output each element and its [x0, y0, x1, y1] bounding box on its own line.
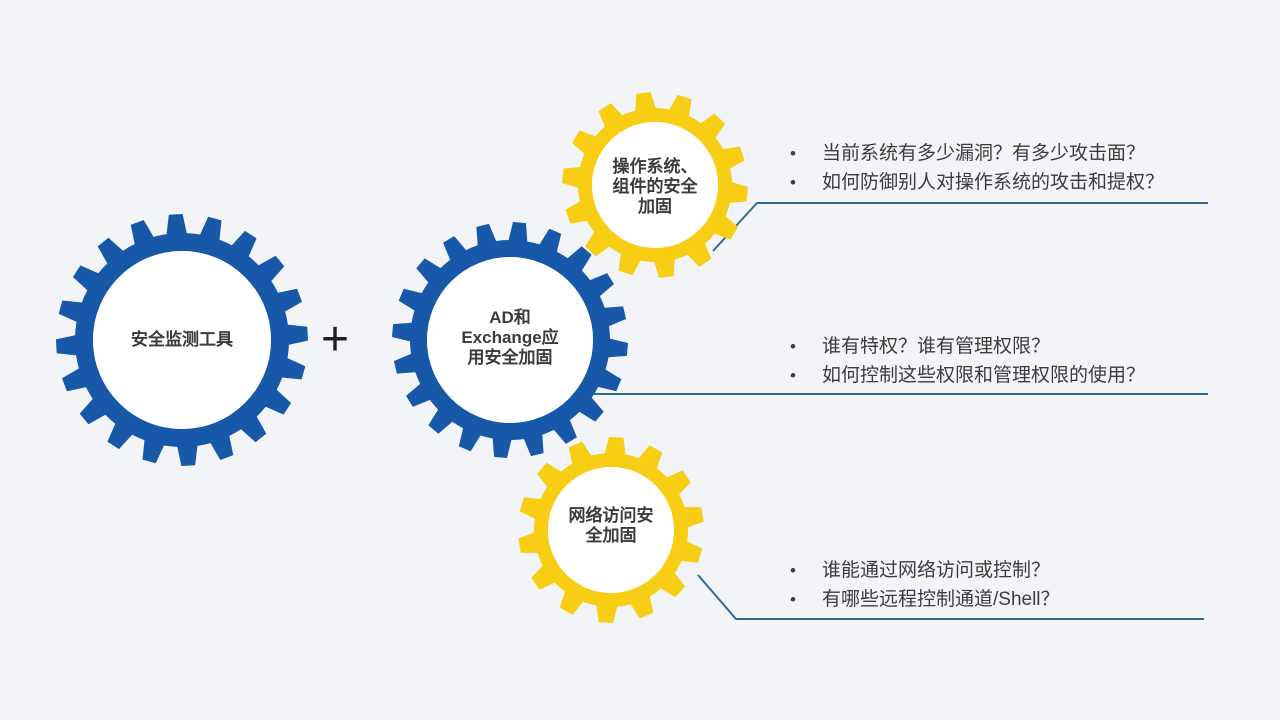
bullet-group-privilege-questions: 谁有特权？谁有管理权限？ 如何控制这些权限和管理权限的使用？	[784, 332, 1254, 390]
bullet-group-network-questions: 谁能通过网络访问或控制？ 有哪些远程控制通道/Shell？	[784, 556, 1254, 614]
bullet-item: 谁能通过网络访问或控制？	[784, 556, 1254, 585]
bullet-group-os-questions: 当前系统有多少漏洞？有多少攻击面？ 如何防御别人对操作系统的攻击和提权？	[784, 139, 1254, 197]
gear-os-hardening-icon	[562, 92, 748, 278]
bullet-item: 如何控制这些权限和管理权限的使用？	[784, 361, 1254, 390]
plus-icon: +	[320, 312, 350, 366]
gear-security-monitoring-icon	[56, 214, 308, 466]
gear-label-network-access: 网络访问安 全加固	[568, 506, 654, 545]
bullet-item: 有哪些远程控制通道/Shell？	[784, 585, 1254, 614]
gear-label-security-monitoring: 安全监测工具	[131, 330, 233, 349]
gear-label-os-hardening: 操作系统、 组件的安全 加固	[612, 157, 698, 216]
gear-label-ad-exchange: AD和 Exchange应 用安全加固	[461, 308, 559, 367]
bullet-item: 如何防御别人对操作系统的攻击和提权？	[784, 168, 1254, 197]
bullet-item: 谁有特权？谁有管理权限？	[784, 332, 1254, 361]
gear-network-access-icon	[518, 437, 704, 623]
gear-face	[592, 122, 718, 248]
connector-line-top	[712, 202, 1208, 252]
gear-face	[427, 257, 593, 423]
connector-line-bottom	[697, 574, 1204, 620]
gear-ad-exchange-icon	[392, 222, 628, 458]
gear-face	[548, 467, 674, 593]
gear-face	[93, 251, 271, 429]
bullet-item: 当前系统有多少漏洞？有多少攻击面？	[784, 139, 1254, 168]
